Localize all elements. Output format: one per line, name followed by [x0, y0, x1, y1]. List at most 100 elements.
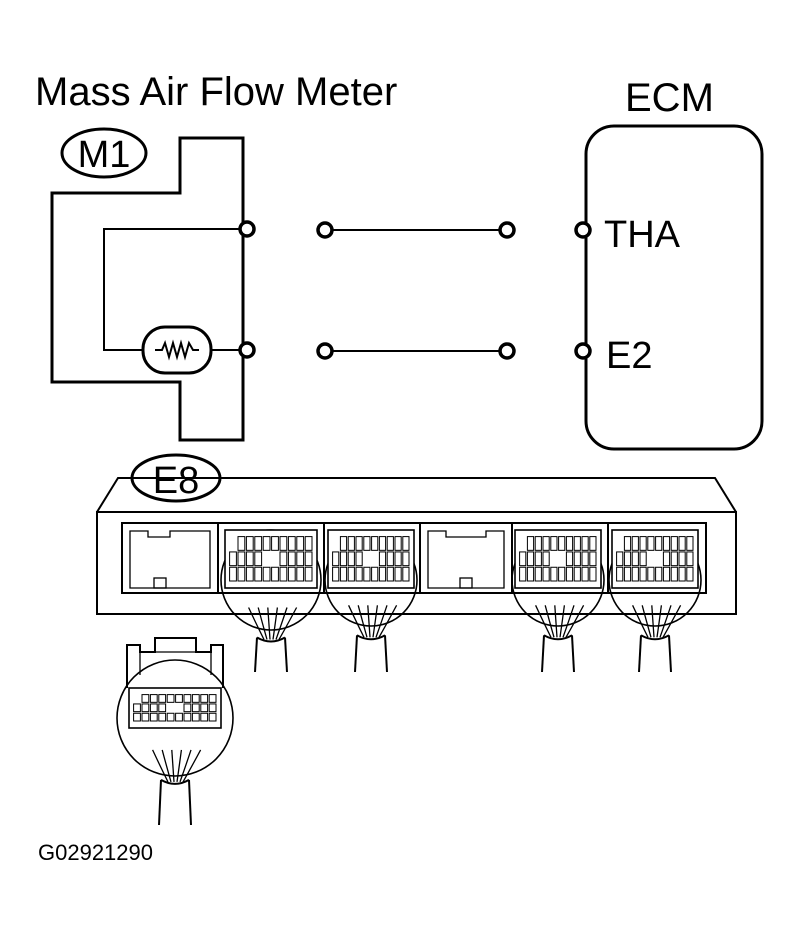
loose-connector-plug-wire — [179, 749, 192, 783]
harness-plug-b-wire — [378, 604, 398, 638]
harness-plug-a-pin — [304, 551, 313, 567]
ecm-connector-top-edge — [96, 477, 737, 513]
harness-plug-c-pin — [565, 551, 574, 567]
harness-plug-a-wire — [267, 607, 271, 640]
harness-plug-d-pin — [639, 536, 647, 551]
harness-plug-b-pin — [394, 566, 402, 582]
harness-plug-a-wire — [275, 607, 288, 640]
harness-plug-a-pin — [237, 566, 246, 582]
loose-connector-plug-pin — [208, 712, 217, 722]
harness-terminal-2-right — [498, 342, 516, 360]
loose-connector-plug-pin — [149, 703, 158, 713]
harness-plug-b-pin — [339, 536, 348, 551]
harness-plug-c-pin — [558, 536, 566, 551]
loose-connector-plug-pin — [141, 694, 150, 703]
wire-harness-plugs — [220, 529, 702, 673]
component-title: Mass Air Flow Meter — [35, 70, 397, 114]
loose-connector-plug-pin — [141, 712, 150, 722]
harness-plug-a-sleeve-right — [284, 637, 288, 673]
harness-plug-a-pin — [245, 551, 254, 567]
harness-plug-c-pin — [565, 536, 574, 551]
harness-plug-a-pin — [287, 536, 296, 551]
harness-plug-c-pin — [565, 566, 574, 582]
loose-connector-plug-pin — [175, 694, 183, 703]
harness-plug-b-pin — [378, 551, 387, 567]
harness-plug-d-wire — [632, 605, 649, 638]
harness-plug-a-pin — [229, 566, 237, 582]
harness-plug-b-pin — [386, 536, 394, 551]
harness-plug-a-wire — [272, 607, 279, 640]
harness-plug-a-pin — [271, 536, 279, 551]
harness-plug-c-pin — [526, 566, 535, 582]
harness-plug-a-pin — [279, 566, 288, 582]
harness-plug-c-pin — [573, 551, 581, 567]
loose-connector-plug-pin — [208, 703, 217, 713]
harness-plug-c-wire — [535, 605, 552, 638]
loose-connector-plug-wire — [171, 749, 175, 782]
m1-connector-label: M1 — [78, 134, 131, 176]
harness-plug-d-pin — [631, 551, 639, 567]
harness-plug-a-pin — [245, 536, 254, 551]
harness-plug-c-pin — [519, 551, 527, 567]
loose-connector-plug-pin — [158, 712, 167, 722]
harness-terminal-2-left — [316, 342, 334, 360]
harness-plug-d-pin — [631, 536, 639, 551]
harness-plug-c-pin — [589, 566, 597, 582]
harness-plug-c-pin — [542, 536, 550, 551]
connector-slot-1-inner — [129, 530, 211, 589]
harness-plug-c-pin — [526, 551, 535, 567]
harness-plug-b-pin — [386, 551, 394, 567]
harness-plug-d-sleeve-top — [640, 634, 670, 641]
figure-code: G02921290 — [38, 840, 153, 865]
e8-connector-badge — [130, 453, 222, 503]
meter-terminal-1 — [238, 220, 256, 238]
harness-plug-d-pin — [655, 536, 663, 551]
harness-plug-b-wire — [375, 605, 388, 638]
meter-housing — [50, 136, 245, 442]
harness-plug-c-sleeve-right — [571, 635, 575, 673]
loose-connector-plug-sleeve-top — [160, 779, 190, 785]
loose-connector-plug-pin — [175, 712, 183, 722]
harness-plug-a-pin — [254, 551, 263, 567]
harness-plug-a-wire — [257, 607, 268, 640]
harness-plug-d-pin — [623, 536, 632, 551]
ecm-terminal-tha-label: THA — [604, 214, 681, 256]
harness-plug-d-pin — [623, 566, 632, 582]
harness-plug-c-pin — [589, 536, 597, 551]
ecm-connector-body — [96, 511, 737, 615]
harness-plug-d-pin — [670, 566, 678, 582]
harness-plug-a-pin — [262, 536, 271, 551]
harness-plug-a-wire — [278, 607, 298, 640]
harness-plug-a-pin — [262, 566, 271, 582]
harness-plug-a-pin — [296, 551, 305, 567]
harness-plug-c-pin — [581, 566, 589, 582]
loose-connector-plug-wire — [161, 749, 172, 783]
harness-plug-c-pin — [526, 536, 535, 551]
harness-plug-d-pin — [686, 536, 694, 551]
loose-connector-plug-pin — [191, 712, 200, 722]
harness-plug-b-pin — [394, 551, 402, 567]
loose-connector-plug-pin — [183, 694, 192, 703]
thermistor-body — [141, 325, 213, 375]
harness-plug-a-pin — [304, 566, 313, 582]
harness-plug-d-pin — [639, 551, 647, 567]
harness-plug-c-sleeve-top — [543, 634, 573, 641]
harness-plug-b-pin — [355, 536, 363, 551]
harness-plug-d-sleeve-left — [638, 635, 642, 673]
harness-plug-d-pin — [670, 551, 678, 567]
loose-connector-plug-pin — [133, 703, 141, 713]
harness-plug-d-pin — [686, 566, 694, 582]
internal-wire-thermistor — [103, 228, 243, 351]
harness-plug-c-pin — [558, 566, 566, 582]
harness-plug-b-pin — [402, 536, 410, 551]
harness-plug-d-pin — [686, 551, 694, 567]
harness-plug-d-pin — [678, 551, 686, 567]
loose-connector-plug-wire — [152, 749, 169, 783]
harness-plug-b-wire — [348, 605, 365, 638]
harness-plug-b-pin — [394, 536, 402, 551]
resistor-icon — [155, 339, 199, 361]
harness-plug-c-pin — [519, 566, 527, 582]
harness-plug-c-wire — [559, 605, 566, 638]
harness-plug-d-pin — [662, 551, 671, 567]
loose-connector-plug-outline — [116, 659, 234, 777]
